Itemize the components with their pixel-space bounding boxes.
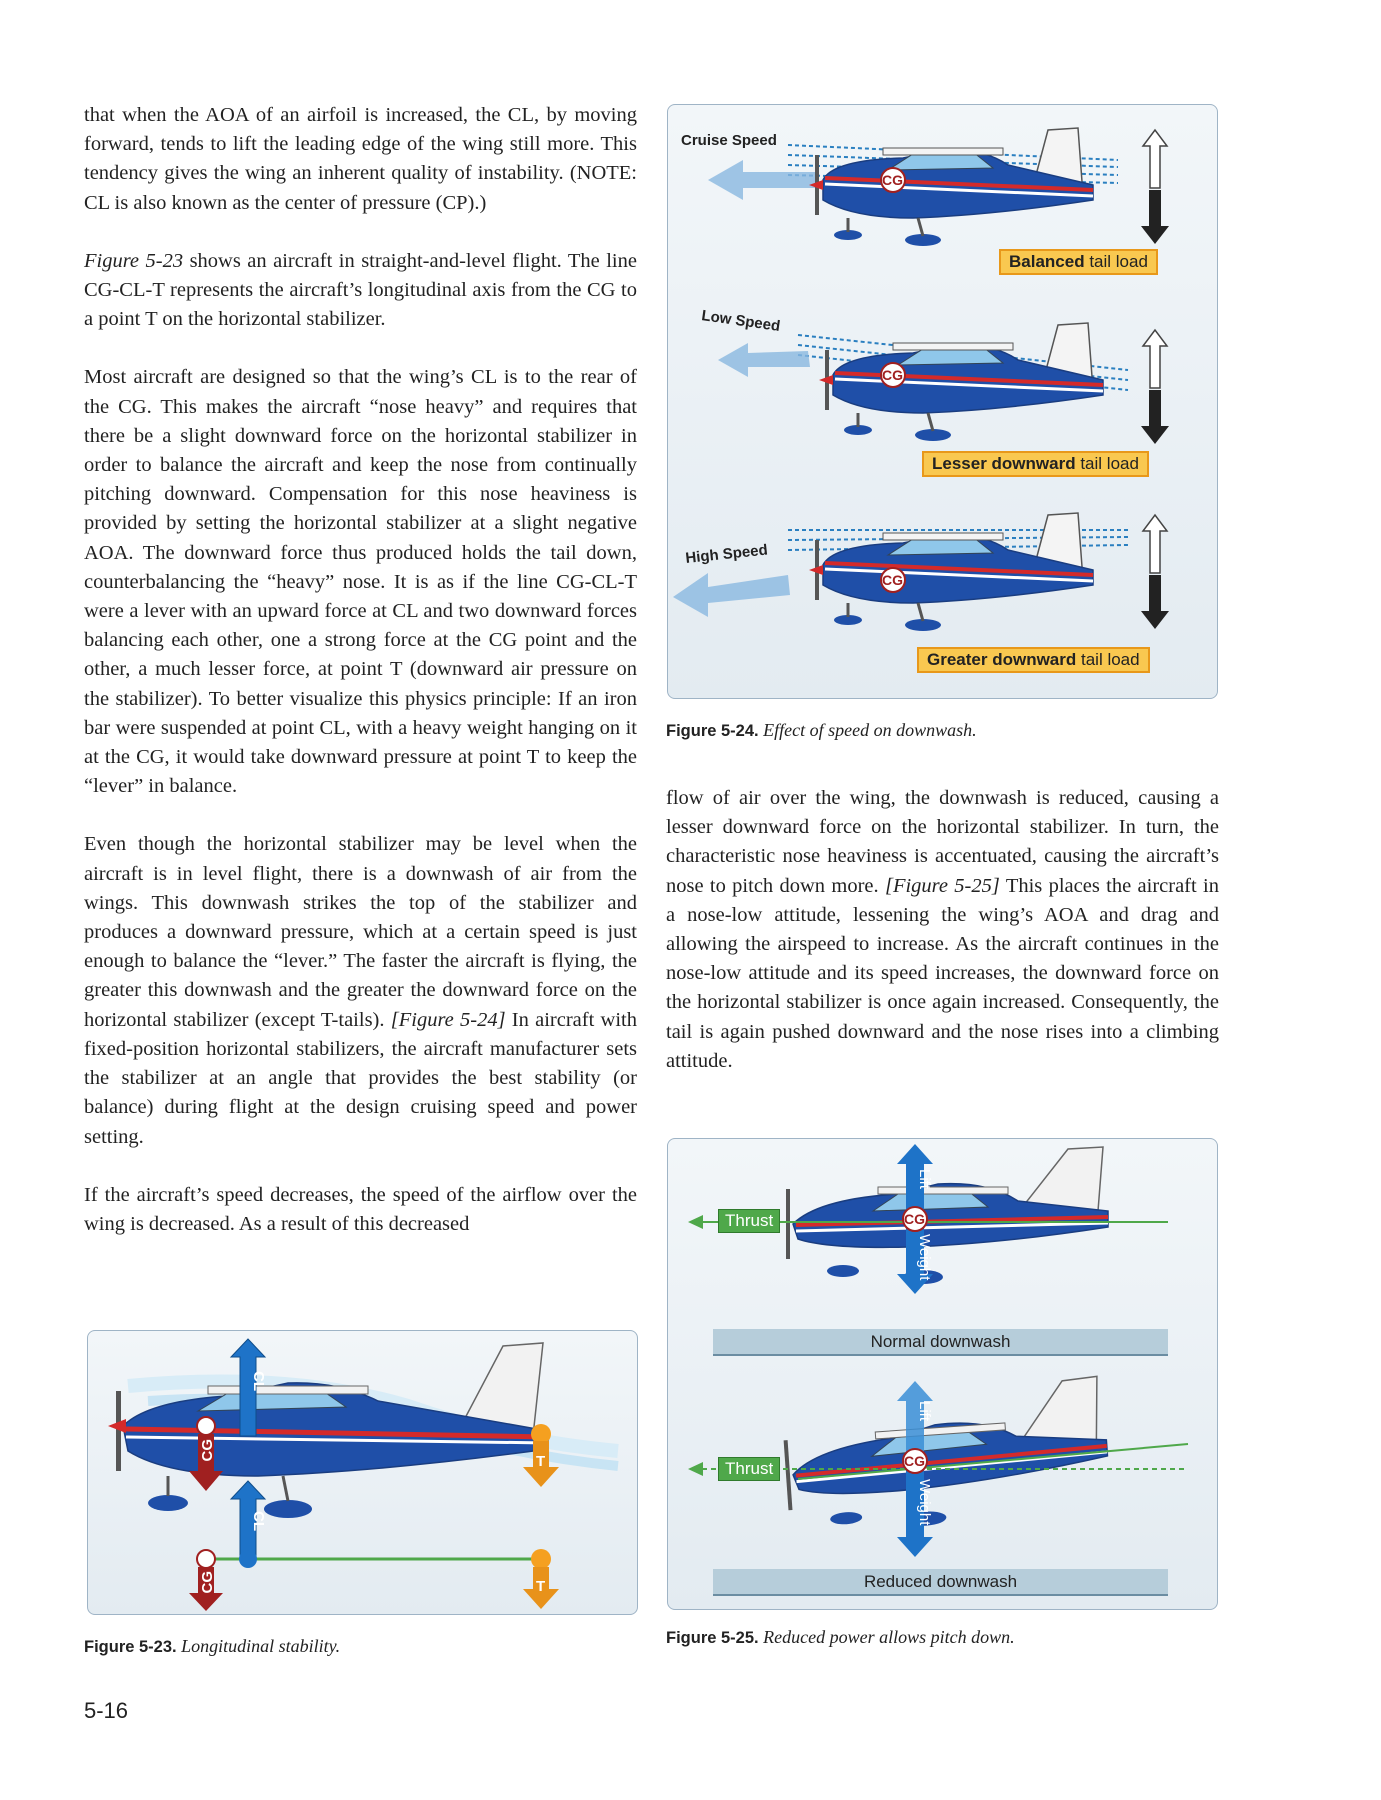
cruise-speed-label: Cruise Speed: [681, 132, 777, 149]
lift-label: Lift: [916, 1401, 933, 1422]
downwash-diagram-svg: Cruise Speed CG Low Speed CG High Speed …: [673, 126, 1170, 633]
cl-arrow-upper: [229, 1338, 267, 1437]
left-text-column: that when the AOA of an airfoil is incre…: [84, 101, 637, 1268]
tail-load-arrow: [1140, 129, 1170, 245]
tail-load-arrow: [1140, 514, 1170, 630]
weight-arrow: [897, 1467, 933, 1557]
cg-label: CG: [199, 1439, 216, 1462]
cg-marker: [880, 167, 906, 193]
thrust-label: Thrust: [718, 1457, 781, 1481]
cg-arrow-lower: [189, 1567, 223, 1611]
t-label: T: [536, 1578, 545, 1595]
figure-reference: [Figure 5-24]: [390, 1008, 506, 1031]
thrust-label: Thrust: [718, 1209, 781, 1233]
paragraph-text: flow of air over the wing, the downwash …: [666, 787, 1219, 897]
pitch-down-svg: CG Lift Weight CG Lift Weight: [688, 1144, 1189, 1557]
lesser-tail-load-box: Lesser downward tail load: [922, 451, 1149, 477]
figure-5-23-diagram: CL CG T CL CG T: [87, 1330, 638, 1615]
cl-label: CL: [250, 1511, 267, 1531]
lift-arrow: [897, 1144, 933, 1214]
cg-label: CG: [904, 1211, 925, 1227]
cg-arrow-upper: [189, 1434, 223, 1491]
cruise-aircraft: [807, 126, 1095, 248]
paragraph: Figure 5-23 shows an aircraft in straigh…: [84, 247, 637, 335]
right-text-column: flow of air over the wing, the downwash …: [666, 784, 1219, 1105]
cg-marker: [880, 567, 906, 593]
reduced-downwash-band: Reduced downwash: [713, 1569, 1168, 1596]
normal-downwash-band: Normal downwash: [713, 1329, 1168, 1356]
figure-5-24-diagram: Cruise Speed CG Low Speed CG High Speed …: [667, 104, 1218, 699]
cg-label: CG: [882, 172, 903, 188]
paragraph: Most aircraft are designed so that the w…: [84, 366, 637, 798]
paragraph: If the aircraft’s speed decreases, the s…: [84, 1183, 637, 1235]
paragraph: Even though the horizontal stabilizer ma…: [84, 830, 637, 1151]
balanced-tail-load-box: Balanced tail load: [999, 249, 1158, 275]
figure-5-25-caption: Figure 5-25. Reduced power allows pitch …: [666, 1627, 1015, 1647]
greater-tail-load-box: Greater downward tail load: [917, 647, 1150, 673]
t-label: T: [536, 1453, 545, 1470]
paragraph-text: This places the aircraft in a nose-low a…: [666, 874, 1219, 1072]
paragraph-text: shows an aircraft in straight-and-level …: [84, 249, 637, 331]
lift-label: Lift: [916, 1169, 933, 1190]
cl-label: CL: [250, 1371, 267, 1391]
high-speed-label: High Speed: [685, 541, 769, 567]
tail-load-arrow: [1140, 329, 1170, 445]
figure-reference: Figure 5-23: [84, 249, 184, 272]
paragraph-text: In aircraft with fixed-position horizont…: [84, 1008, 637, 1148]
figure-5-23-caption: Figure 5-23. Longitudinal stability.: [84, 1636, 341, 1656]
longitudinal-stability-svg: CL CG T CL CG T: [108, 1338, 619, 1611]
low-speed-label: Low Speed: [700, 307, 781, 335]
lift-arrow: [897, 1381, 933, 1457]
cg-label: CG: [199, 1571, 216, 1594]
figure-5-25-diagram: CG Lift Weight CG Lift Weight Thrust Thr…: [667, 1138, 1218, 1610]
cg-label: CG: [882, 367, 903, 383]
cg-marker: [902, 1448, 928, 1474]
low-speed-aircraft: [817, 321, 1105, 443]
t-arrow-lower: [523, 1567, 559, 1609]
paragraph: flow of air over the wing, the downwash …: [666, 784, 1219, 1076]
page-number: 5-16: [84, 1698, 129, 1723]
cg-marker: [880, 362, 906, 388]
weight-arrow: [897, 1224, 933, 1294]
cg-marker: [902, 1206, 928, 1232]
weight-label: Weight: [916, 1234, 933, 1281]
t-arrow-upper: [523, 1441, 559, 1487]
paragraph: that when the AOA of an airfoil is incre…: [84, 104, 637, 214]
cg-label: CG: [904, 1453, 925, 1469]
figure-reference: [Figure 5-25]: [884, 874, 1000, 897]
cg-label: CG: [882, 572, 903, 588]
paragraph-text: Even though the horizontal stabilizer ma…: [84, 833, 637, 1031]
figure-5-24-caption: Figure 5-24. Effect of speed on downwash…: [666, 720, 977, 740]
thrust-line-pitched: [797, 1443, 1189, 1480]
weight-label: Weight: [916, 1479, 933, 1526]
